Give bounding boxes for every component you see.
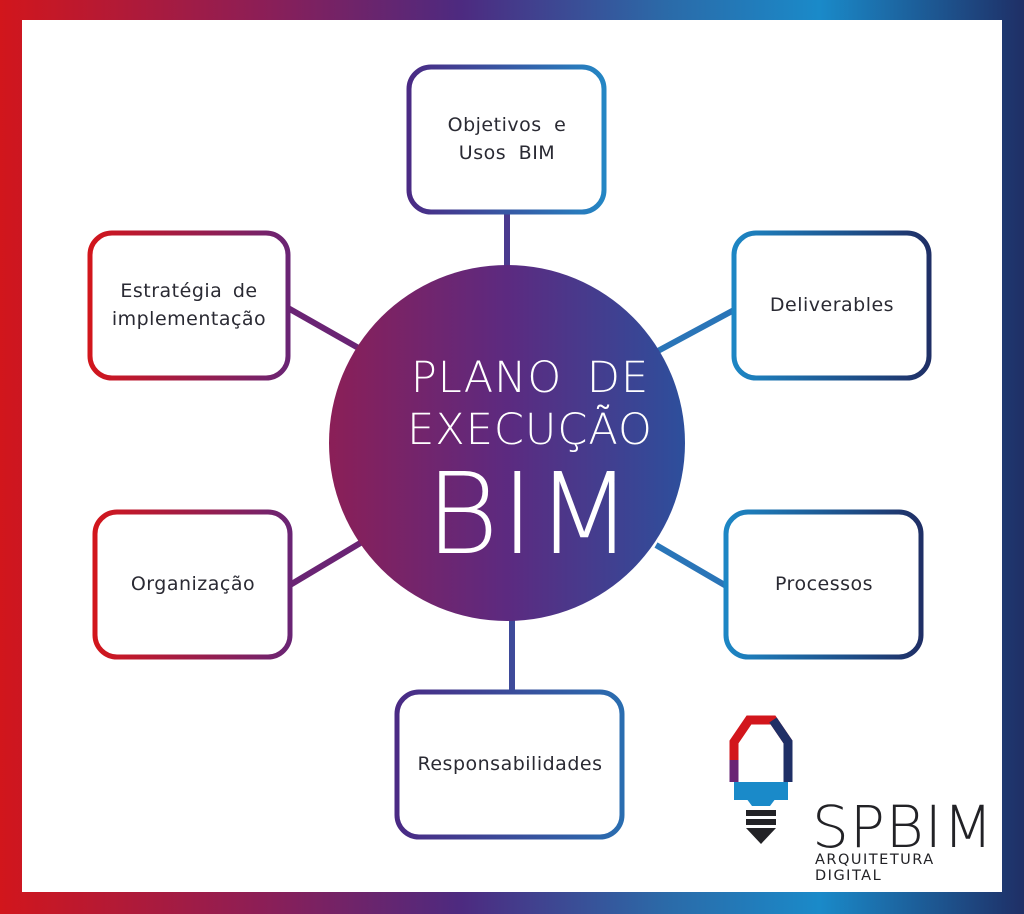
logo-wordmark: SPBIM	[812, 793, 994, 861]
node-box-organizacao	[92, 509, 293, 660]
mind-map-graphic	[87, 64, 932, 844]
node-box-responsabilidades	[394, 689, 625, 840]
node-box-estrategia	[87, 230, 291, 381]
node-label-organizacao: Organização	[130, 572, 256, 595]
node-label-estrategia: Estratégia de implementação	[111, 279, 267, 330]
node-box-objetivos	[406, 64, 607, 215]
hub-title-line3: BIM	[425, 450, 635, 580]
hub-circle	[329, 265, 685, 621]
node-label-responsabilidades: Responsabilidades	[417, 752, 603, 775]
hub-title-line2: EXECUÇÃO	[407, 405, 653, 455]
node-box-processos	[723, 509, 924, 660]
node-label-deliverables: Deliverables	[769, 293, 895, 316]
hub-title: PLANO DE EXECUÇÃO BIM	[352, 285, 708, 641]
node-label-objetivos: Objetivos e Usos BIM	[447, 114, 567, 164]
connectors	[286, 210, 736, 692]
hub-title-line1: PLANO DE	[410, 353, 650, 403]
diagram-canvas: PLANO DE EXECUÇÃO BIM Objetivos e Usos B…	[22, 20, 1002, 892]
node-label-processos: Processos	[774, 572, 874, 595]
lightbulb-pencil-icon	[729, 715, 793, 844]
logo-tagline: ARQUITETURA DIGITAL	[815, 852, 935, 884]
node-box-deliverables	[731, 230, 932, 381]
